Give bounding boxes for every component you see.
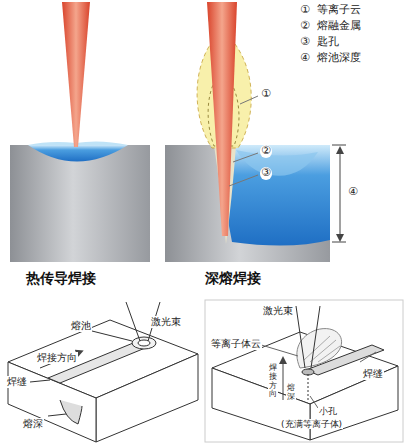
part-label: 熔深 [286,384,296,402]
part-label: 焊缝 [6,376,28,388]
part-label: 等离子体云 [210,338,262,350]
part-label: 激光束 [150,316,182,328]
callout-number: ③ [260,167,272,180]
part-label: 焊缝 [362,368,384,380]
legend-text: 匙孔 [317,36,339,49]
part-label: 小孔 [318,406,338,416]
legend-number: ② [300,20,310,33]
panel-title: 深熔焊接 [205,270,261,286]
legend-text: 等离子云 [317,4,361,17]
conduction-panel [10,2,150,262]
legend-number: ④ [300,52,310,65]
part-label: 熔池 [70,320,92,332]
part-label: 熔深 [22,418,44,430]
legend-number: ③ [300,36,310,49]
callout-number: ① [260,88,272,101]
legend-number: ① [300,4,310,17]
keyhole-sketch [205,300,403,442]
part-label: 焊接方向 [268,364,278,399]
callout-number: ④ [347,186,359,199]
seam-sketch [8,302,198,442]
part-label: (充满等离子体) [280,419,343,429]
part-label: 激光束 [262,305,294,317]
keyhole-panel [165,2,346,262]
legend-text: 熔融金属 [317,20,361,33]
callout-number: ② [260,145,272,158]
part-label: 焊接方向 [36,352,78,364]
panel-title: 热传导焊接 [26,270,96,286]
legend-text: 熔池深度 [317,52,361,65]
